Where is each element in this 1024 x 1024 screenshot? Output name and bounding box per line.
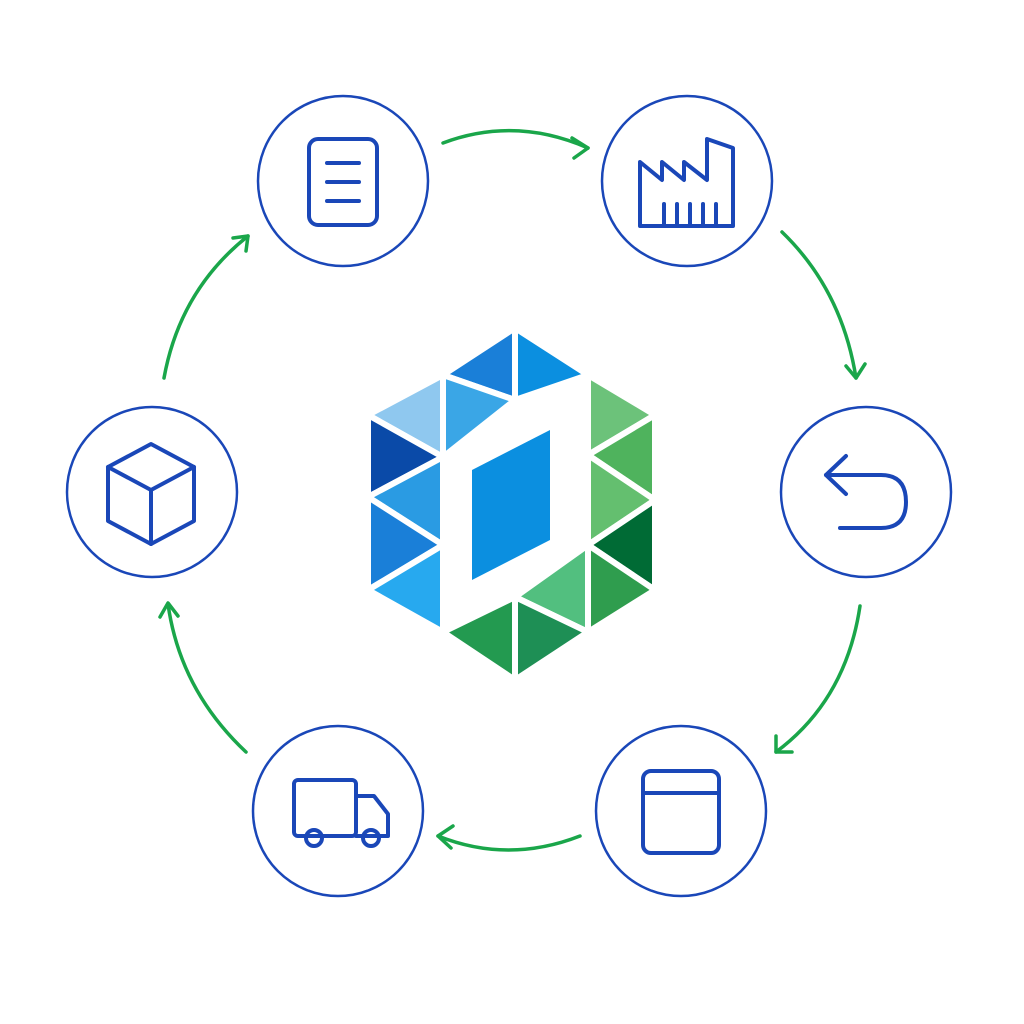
document-icon <box>307 137 379 227</box>
logo-facet <box>440 594 518 683</box>
node-box <box>65 405 239 579</box>
delivery-truck-icon <box>292 778 390 848</box>
node-factory <box>600 94 774 268</box>
node-window <box>594 724 768 898</box>
logo-facet <box>365 542 446 635</box>
package-cube-icon <box>106 442 196 546</box>
node-truck <box>251 724 425 898</box>
logo-facet <box>512 325 591 403</box>
arrow-return-to-window <box>774 604 862 754</box>
arrow-document-to-factory <box>441 128 590 160</box>
arrow-window-to-truck <box>436 824 582 852</box>
return-arrow-icon <box>824 454 908 530</box>
node-document <box>256 94 430 268</box>
node-return <box>779 405 953 579</box>
logo-center-panel <box>472 430 550 580</box>
center-logo <box>365 325 658 683</box>
browser-window-icon <box>641 769 721 855</box>
factory-icon <box>638 137 735 228</box>
flow-arrows <box>158 128 867 852</box>
arrow-box-to-document <box>162 234 250 380</box>
arrow-factory-to-return <box>780 230 867 380</box>
arrow-truck-to-box <box>158 601 248 754</box>
